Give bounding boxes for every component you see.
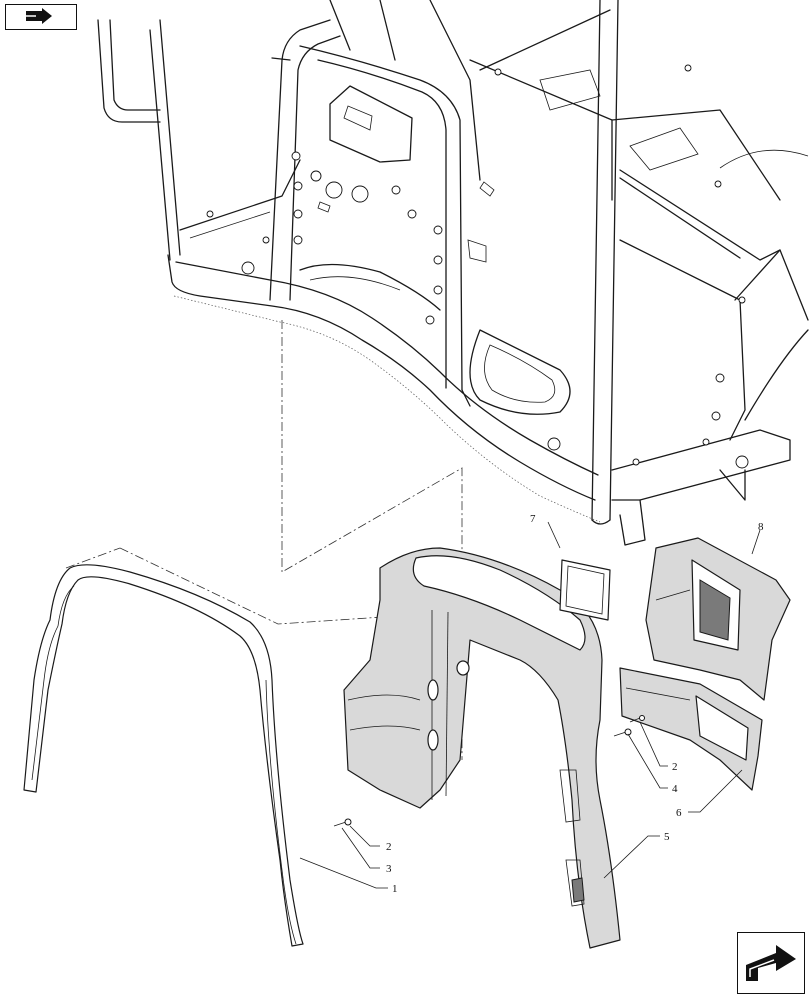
callout-leaders <box>299 521 761 889</box>
next-page-arrow-icon[interactable] <box>737 932 805 994</box>
door-seal-part-1 <box>23 564 304 947</box>
callout-8: 8 <box>758 521 764 533</box>
callout-2b: 2 <box>672 761 678 773</box>
callout-3: 3 <box>386 863 392 875</box>
callout-7: 7 <box>530 513 536 525</box>
panel-part-8 <box>645 537 791 701</box>
callout-numbers: 1 2 3 2 4 5 6 7 8 <box>386 513 764 895</box>
screw-fasteners <box>333 715 645 827</box>
book-arrow-icon[interactable] <box>5 4 77 30</box>
door-trim-part-5 <box>343 547 621 949</box>
trim-part-6 <box>619 667 763 791</box>
gasket-part-7 <box>559 559 611 621</box>
callout-2a: 2 <box>386 841 392 853</box>
cab-frame <box>97 0 809 546</box>
callout-6: 6 <box>676 807 682 819</box>
callout-5: 5 <box>664 831 670 843</box>
callout-1: 1 <box>392 883 398 895</box>
callout-4: 4 <box>672 783 678 795</box>
